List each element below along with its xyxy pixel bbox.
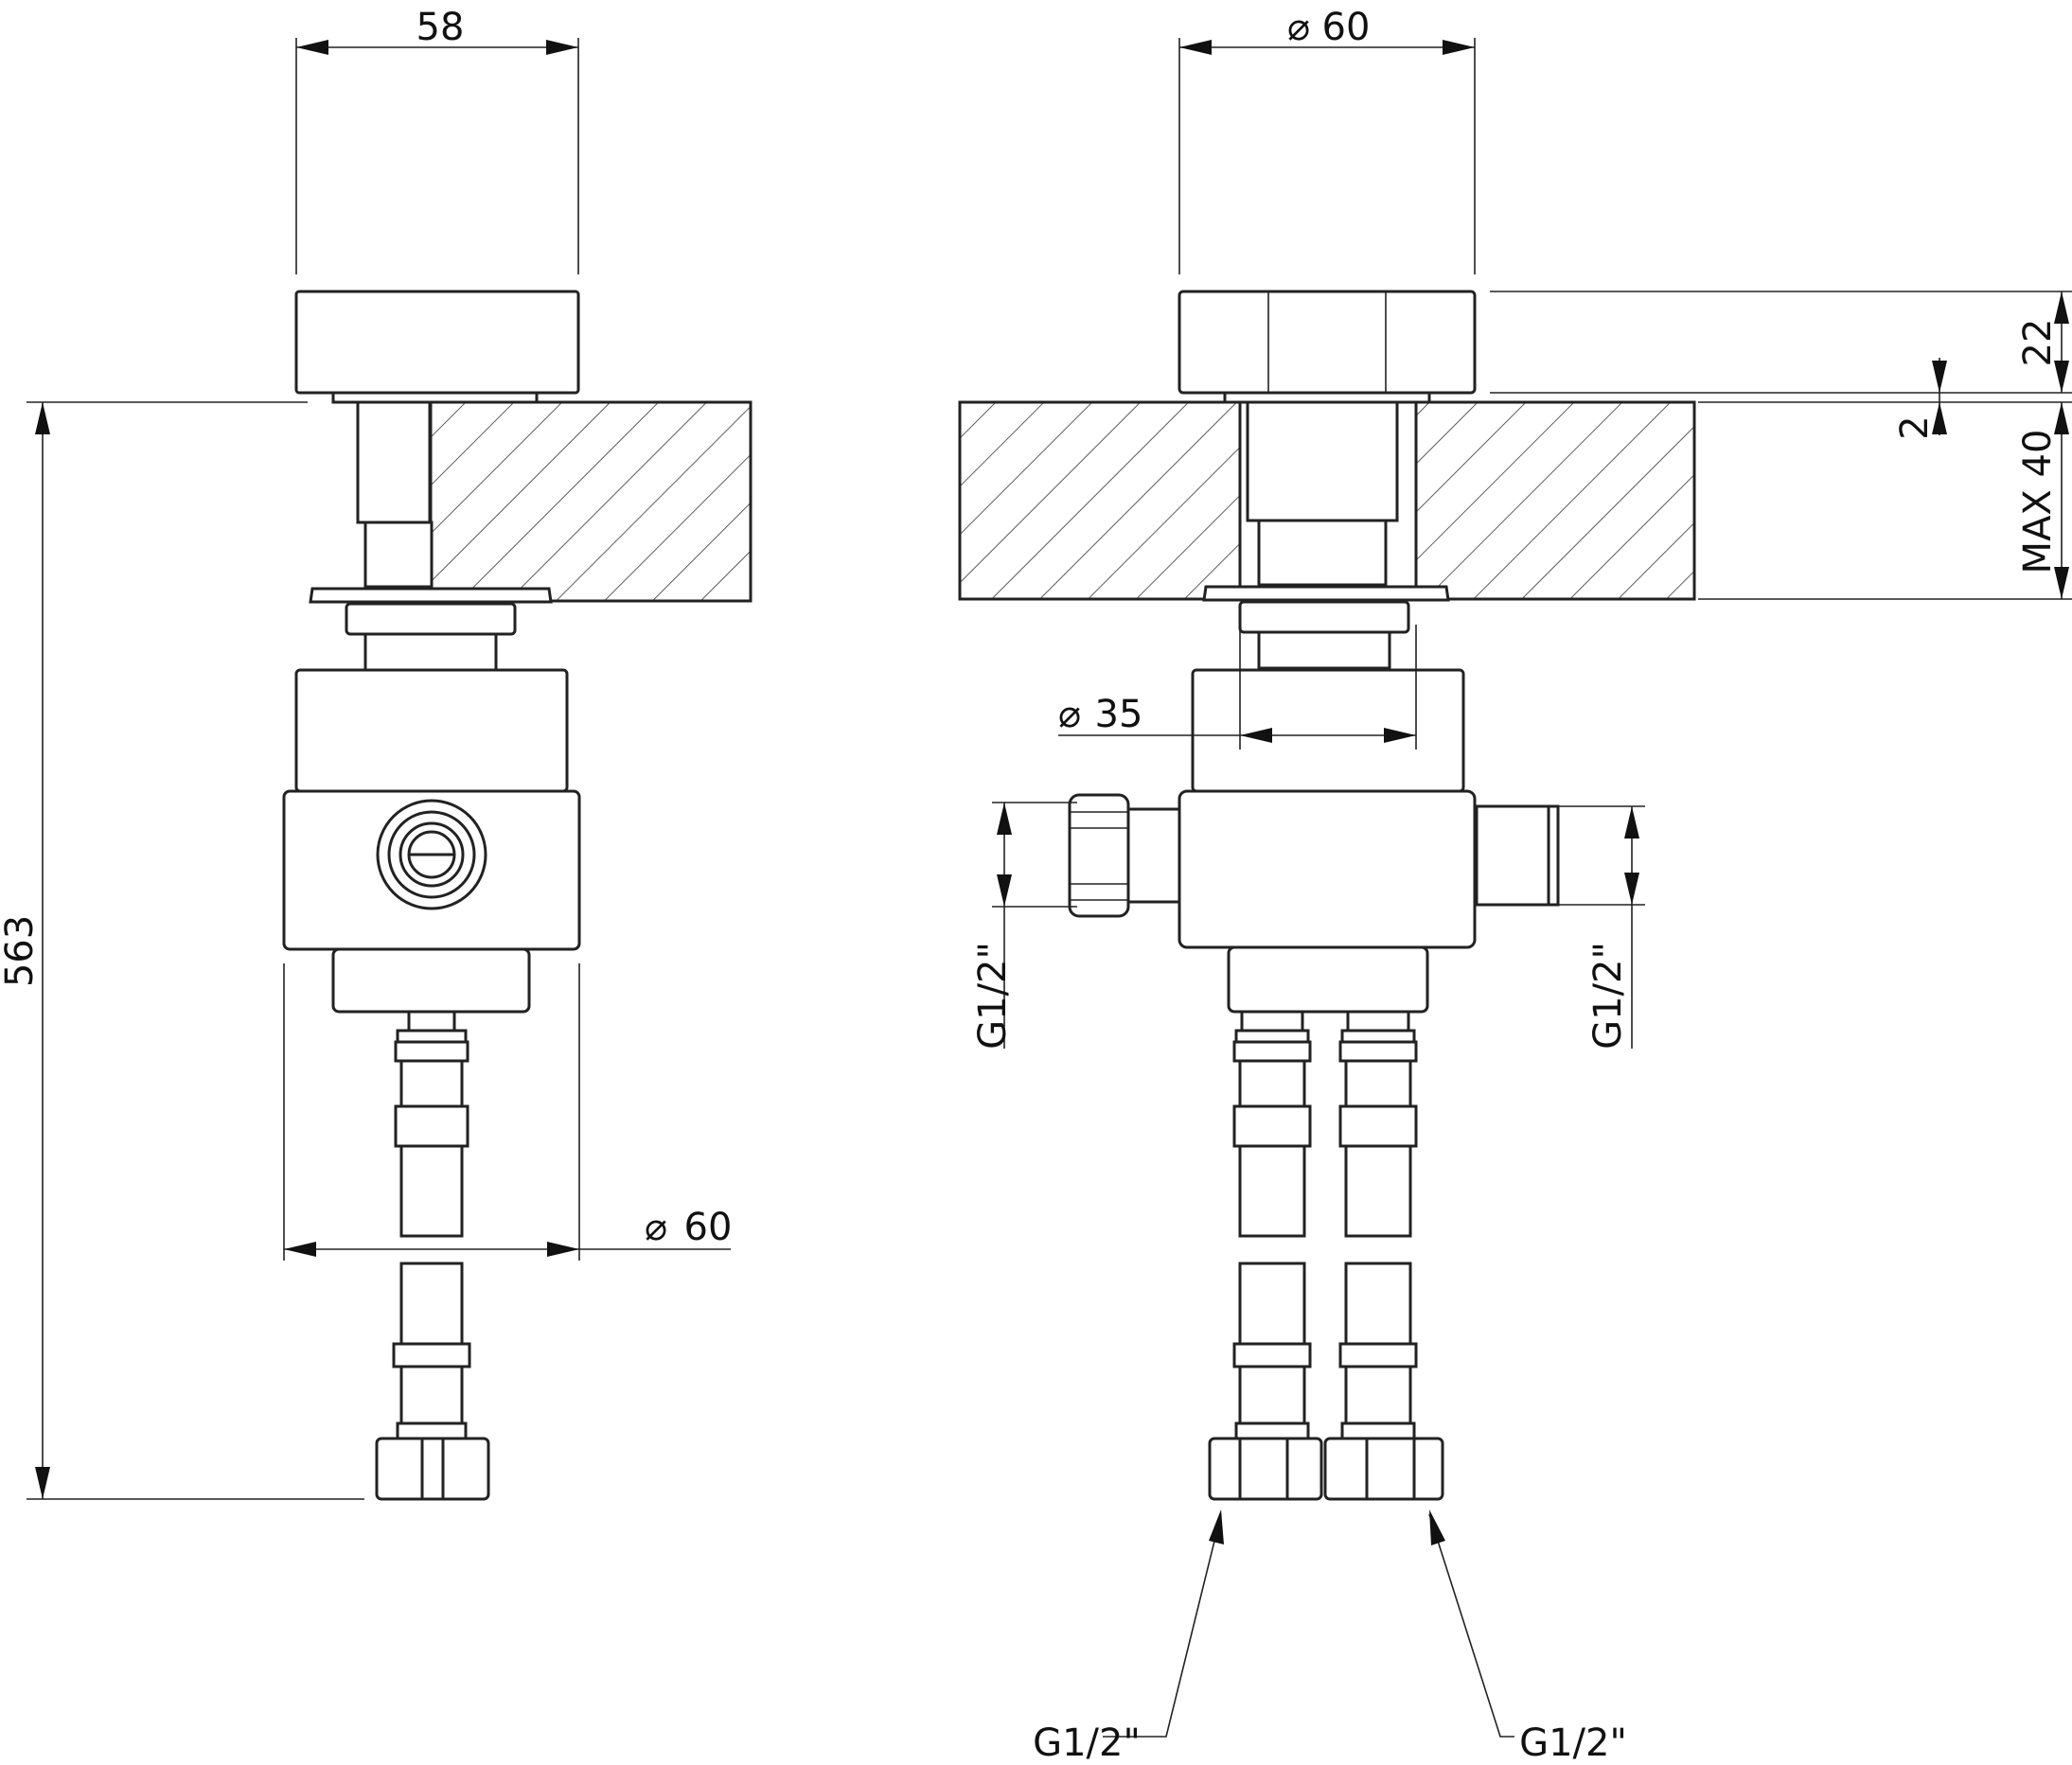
front-lock-nut (1238, 600, 1410, 634)
front-right-pipe (1338, 1010, 1418, 1440)
front-shank-diameter-label: 35 (1095, 693, 1143, 736)
leader-bottom-right-outlet: G1/2" (1428, 1509, 1627, 1765)
side-lower-body (331, 947, 531, 1014)
dim-side-top-width: 58 (295, 6, 579, 274)
side-overall-height-label: 563 (0, 915, 42, 987)
front-gap-label: 2 (1893, 415, 1937, 439)
dim-side-body-diameter: ⌀ 60 (283, 963, 733, 1261)
dim-front-right-inlet: G1/2" (1558, 805, 1645, 1050)
side-upper-body (294, 668, 569, 793)
front-mixer-body (1178, 789, 1477, 949)
leader-bottom-left-outlet: G1/2" (1033, 1509, 1224, 1765)
side-pipe-upper (399, 1144, 464, 1238)
dim-front-cap-height: 22 (2016, 291, 2069, 393)
front-shank (1246, 400, 1399, 522)
side-pipe-lower (399, 1262, 464, 1346)
front-left-inlet-label: G1/2" (971, 942, 1015, 1050)
dim-front-gap: 2 (1893, 358, 1947, 440)
front-cap-height-label: 22 (2016, 319, 2060, 367)
side-view: 58 563 ⌀ 60 (0, 6, 753, 1501)
front-top-diameter-symbol: ⌀ (1287, 6, 1310, 49)
front-counter-thickness-label: MAX 40 (2016, 430, 2060, 574)
side-handle-cap (294, 290, 580, 395)
front-bottom-nut-right (1323, 1437, 1444, 1501)
front-handle-cap (1178, 290, 1477, 395)
front-right-inlet-label: G1/2" (1586, 942, 1630, 1050)
side-body-diameter-symbol: ⌀ (645, 1206, 667, 1249)
front-shank-diameter-symbol: ⌀ (1058, 693, 1081, 736)
side-bottom-nut (375, 1437, 490, 1501)
dim-front-counter-thickness: MAX 40 (2016, 402, 2069, 599)
side-countertop-section (429, 400, 753, 603)
side-shank (356, 400, 432, 524)
front-top-diameter-label: 60 (1322, 6, 1371, 49)
dim-front-left-inlet: G1/2" (971, 802, 1077, 1050)
front-view: ⌀ 60 22 2 MAX 40 (958, 6, 2072, 1765)
front-left-inlet-nut (1068, 793, 1130, 918)
dim-front-top-diameter: ⌀ 60 (1178, 6, 1476, 274)
front-right-inlet-fitting (1475, 804, 1550, 907)
dim-front-shank-diameter: ⌀ 35 (1058, 625, 1417, 750)
side-top-width-label: 58 (416, 6, 465, 49)
side-lock-nut (345, 602, 517, 636)
side-body-diameter-label: 60 (684, 1206, 733, 1249)
front-lower-body (1227, 945, 1429, 1014)
bottom-right-outlet-label: G1/2" (1519, 1721, 1627, 1765)
front-upper-body (1191, 668, 1465, 793)
front-bottom-nut-left (1208, 1437, 1323, 1501)
bottom-left-outlet-label: G1/2" (1033, 1721, 1141, 1765)
dim-side-overall-height: 563 (0, 401, 364, 1500)
front-left-pipe (1232, 1010, 1312, 1440)
